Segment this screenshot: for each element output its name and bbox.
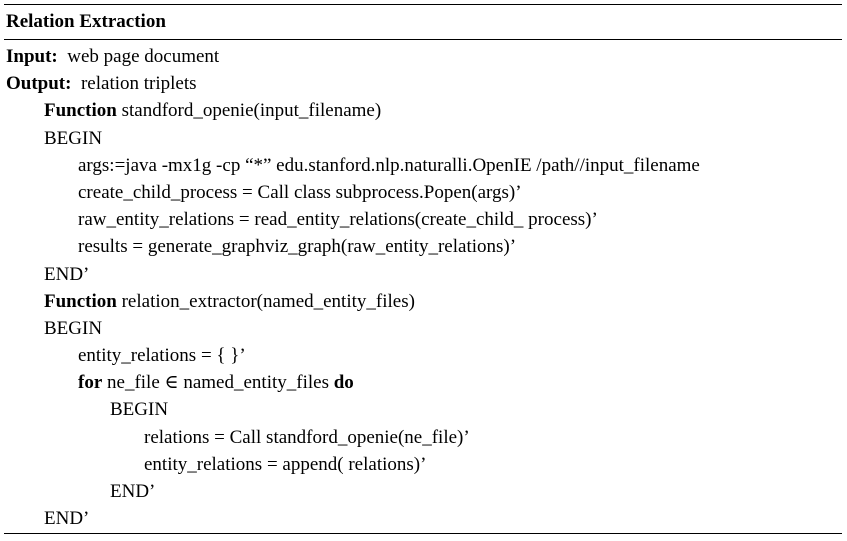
- bottom-rule: [4, 533, 842, 535]
- loop-end-line: END’: [110, 481, 156, 502]
- function-keyword: Function: [44, 100, 117, 122]
- create-child-process-line: create_child_process = Call class subpro…: [78, 181, 522, 203]
- function-keyword: Function: [44, 290, 117, 312]
- input-line: Input: web page document: [4, 43, 842, 70]
- relations-call-line: relations = Call standford_openie(ne_fil…: [144, 426, 470, 448]
- function-signature: relation_extractor(named_entity_files): [121, 290, 415, 312]
- results-line: results = generate_graphviz_graph(raw_en…: [78, 236, 517, 258]
- raw-entity-relations-line: raw_entity_relations = read_entity_relat…: [78, 209, 598, 231]
- do-keyword: do: [333, 372, 354, 394]
- end-line: END’: [44, 263, 90, 285]
- top-rule: [4, 4, 842, 5]
- algorithm-body: Input: web page document Output: relatio…: [4, 40, 842, 533]
- function-relation-extractor-line: Function relation_extractor(named_entity…: [4, 288, 842, 315]
- output-label: Output:: [6, 73, 72, 95]
- for-condition: ne_file ∈ named_entity_files: [107, 372, 329, 394]
- args-line: args:=java -mx1g -cp “*” edu.stanford.nl…: [78, 154, 700, 176]
- entity-relations-init-line: entity_relations = { }’: [78, 345, 246, 367]
- title-rule: [4, 39, 842, 40]
- algorithm-block: Relation Extraction Input: web page docu…: [4, 4, 842, 535]
- loop-begin-line: BEGIN: [110, 399, 169, 421]
- entity-relations-append-line: entity_relations = append( relations)’: [144, 453, 427, 475]
- algorithm-title: Relation Extraction: [6, 11, 166, 32]
- final-end-line: END’: [44, 508, 90, 530]
- for-keyword: for: [78, 372, 103, 394]
- function-signature: standford_openie(input_filename): [121, 100, 382, 122]
- begin-line: BEGIN: [44, 127, 103, 149]
- for-loop-line: for ne_file ∈ named_entity_files do: [4, 369, 842, 396]
- input-text: web page document: [67, 46, 220, 67]
- function-standford-openie-line: Function standford_openie(input_filename…: [4, 97, 842, 124]
- output-line: Output: relation triplets: [4, 70, 842, 97]
- output-text: relation triplets: [80, 73, 197, 95]
- begin-line: BEGIN: [44, 317, 103, 339]
- input-label: Input:: [6, 46, 58, 67]
